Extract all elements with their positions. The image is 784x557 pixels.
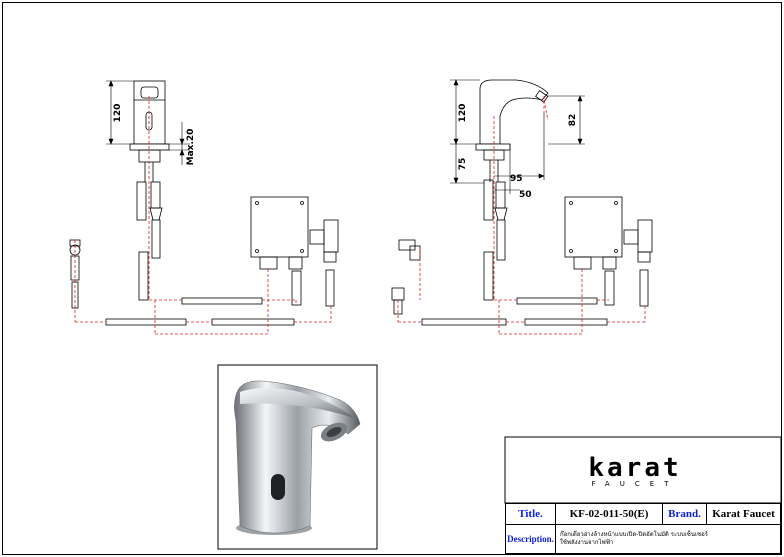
brand-label: Brand. bbox=[663, 504, 707, 525]
title-value: KF-02-011-50(E) bbox=[556, 504, 663, 525]
left-sensor-window bbox=[140, 86, 159, 99]
left-dimensions bbox=[106, 80, 190, 165]
product-photo bbox=[217, 364, 378, 550]
brand-logo: karat FAUCET bbox=[504, 436, 782, 504]
left-faucet-drawing bbox=[69, 80, 339, 326]
brand-logo-sub: FAUCET bbox=[592, 480, 679, 488]
description-label: Description. bbox=[506, 525, 556, 553]
dim-right-base: 50 bbox=[519, 190, 532, 200]
brand-logo-wordmark: karat bbox=[588, 453, 681, 483]
brand-value: Karat Faucet bbox=[707, 504, 780, 525]
right-faucet-drawing bbox=[391, 79, 653, 326]
right-control-box bbox=[564, 196, 623, 258]
dim-right-reach: 95 bbox=[510, 174, 523, 184]
left-control-box bbox=[250, 196, 309, 258]
dim-right-spout: 82 bbox=[568, 114, 578, 127]
dim-left-height: 120 bbox=[113, 104, 123, 123]
right-faucet-profile bbox=[479, 79, 549, 145]
right-dimensions bbox=[450, 79, 585, 194]
dim-right-lower: 75 bbox=[458, 158, 468, 171]
description-line-2: ใช้พลังงานจากไฟฟ้า bbox=[560, 539, 614, 546]
dim-left-max: Max.20 bbox=[186, 129, 196, 166]
title-label: Title. bbox=[506, 504, 556, 525]
left-faucet-body bbox=[133, 80, 166, 145]
description-line-1: ก๊อกเดี่ยวอ่างล้างหน้าแบบเปิด-ปิดอัตโนมั… bbox=[560, 531, 708, 538]
dim-right-height: 120 bbox=[458, 104, 468, 123]
description-value: ก๊อกเดี่ยวอ่างล้างหน้าแบบเปิด-ปิดอัตโนมั… bbox=[556, 525, 780, 553]
title-block: Title. KF-02-011-50(E) Brand. Karat Fauc… bbox=[505, 503, 781, 554]
left-centerlines bbox=[74, 96, 332, 335]
right-centerlines bbox=[397, 96, 646, 335]
